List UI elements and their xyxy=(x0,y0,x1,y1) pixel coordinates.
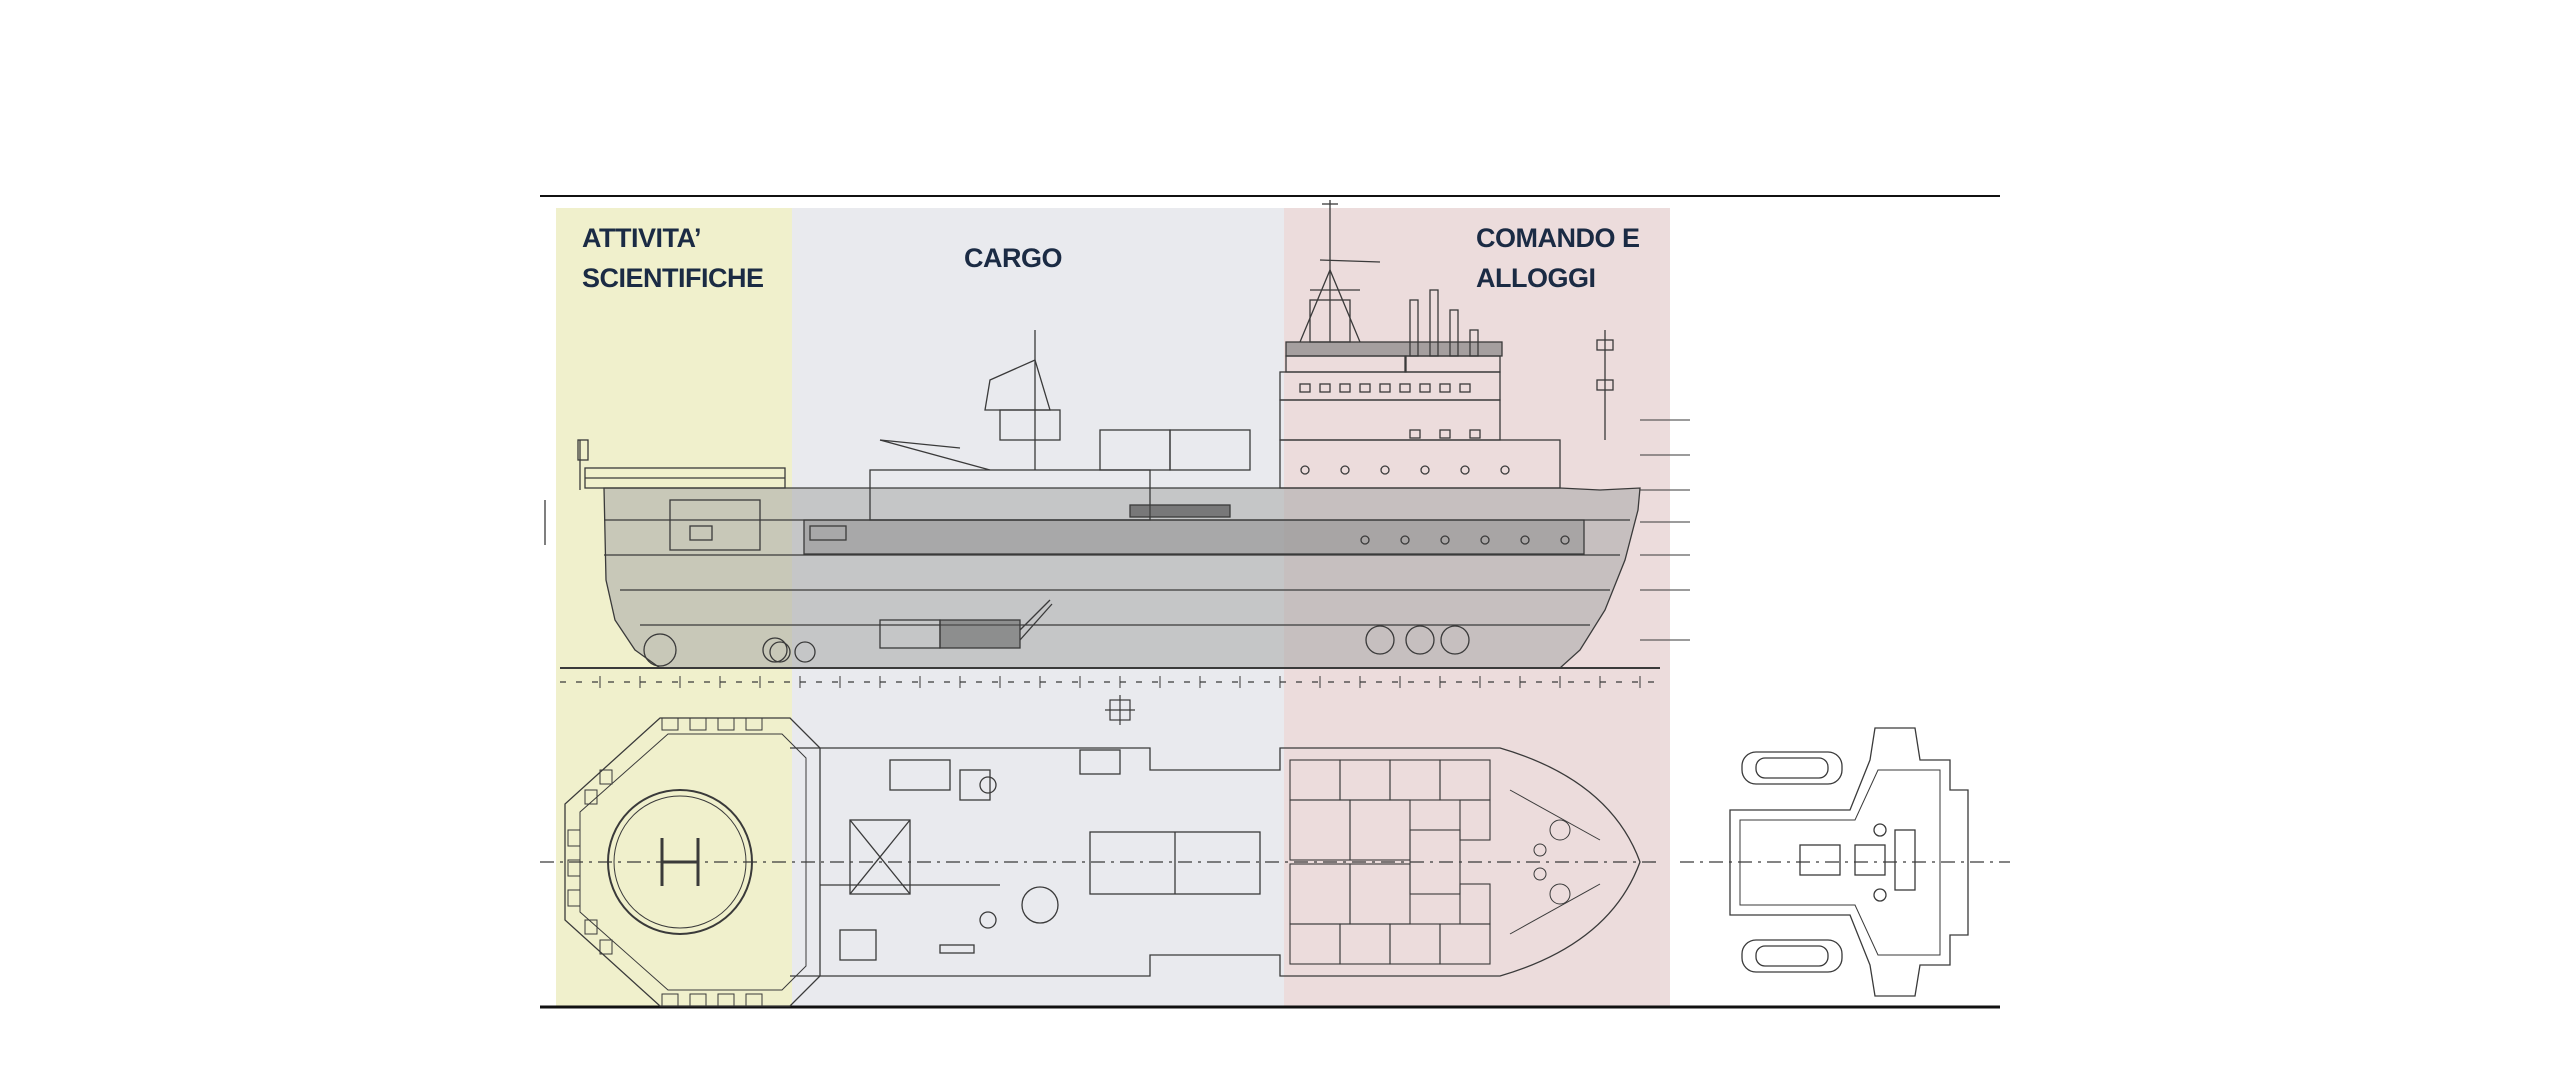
command-zone-label-line1: COMANDO E xyxy=(1476,223,1640,253)
side-profile xyxy=(544,200,1690,688)
stern-hangar xyxy=(669,499,761,551)
scientific-zone-label-line2: SCIENTIFICHE xyxy=(582,263,764,293)
deck-band xyxy=(803,519,1585,555)
helideck xyxy=(564,717,821,1007)
bow-windlass xyxy=(1509,789,1601,935)
lifeboat-bottom xyxy=(1741,939,1843,973)
scientific-zone-label-line1: ATTIVITA’ xyxy=(582,223,701,253)
helipad-icon xyxy=(607,789,753,935)
plan-view xyxy=(540,717,1660,1007)
main-mast xyxy=(1299,200,1381,343)
compass-rose-icon xyxy=(1105,695,1135,725)
lifeboat-top xyxy=(1741,751,1843,785)
accommodation-rooms xyxy=(1289,759,1491,965)
helideck-lights xyxy=(567,717,763,1007)
superstructure xyxy=(1279,341,1570,545)
cargo-hatch xyxy=(849,819,911,895)
front-superstructure xyxy=(1729,727,1969,997)
cargo-deckhouse xyxy=(869,469,1151,521)
front-view xyxy=(1680,727,2010,997)
cargo-zone-label: CARGO xyxy=(964,243,1062,273)
plan-hull xyxy=(790,747,1641,977)
frame-ticks xyxy=(599,676,1641,688)
command-zone-label-line2: ALLOGGI xyxy=(1476,263,1596,293)
leader-lines xyxy=(1640,419,1690,641)
